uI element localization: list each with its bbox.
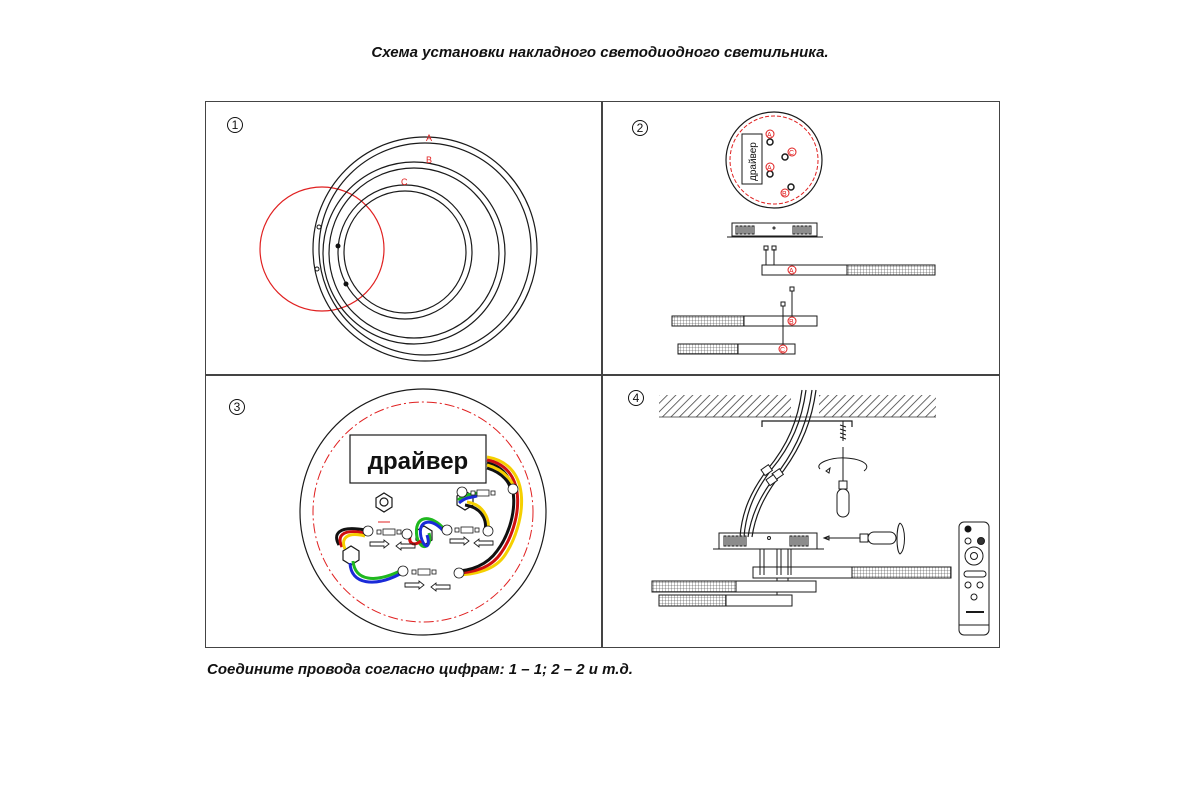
wire-yellow [454,455,524,577]
mount-hole [316,224,322,230]
bar-assembly-drawing: драйвер A C A B A [671,111,936,355]
terminal-block [760,463,785,487]
ring-label-a: A [426,133,432,143]
frame-divider-horizontal [205,374,1000,376]
mount-label: B [782,191,787,198]
screwdriver-vertical-icon [818,447,868,518]
wire-blue [458,494,478,505]
driver-box [741,133,763,185]
step-1-panel: 1 A B C [205,101,601,373]
remote-control-icon [958,521,990,636]
footer-instruction: Соедините провода согласно цифрам: 1 – 1… [207,661,633,678]
wire-connector [441,524,494,537]
base-plate-outline [312,401,534,623]
ring-a [312,136,538,362]
light-bar [752,566,952,579]
step-3-panel: 3 драйвер [205,375,601,647]
mount-nut [375,492,393,513]
connector [343,281,349,287]
bar-label-a: A [789,268,794,275]
screw-icon [839,421,847,441]
wire-green [457,491,478,502]
wire-connector [397,565,465,579]
bar-c [677,301,796,355]
ring-b [322,161,506,345]
driver-side-view [727,222,823,238]
mount-label: A [767,132,772,139]
direction-arrows [369,536,494,592]
wire-yellow [342,533,366,550]
ceiling-installation-drawing [651,389,990,636]
mount-label: C [789,150,794,157]
step-2-panel: 2 драйвер A C A B A [602,101,998,373]
step-3-number: 3 [229,399,245,415]
connector [335,243,341,249]
mounting-plate [725,111,823,209]
driver-label: драйвер [748,142,759,181]
mount-nut [342,545,360,566]
wire-blue [348,562,401,584]
wire-connector [362,525,413,540]
mount-label: A [767,165,772,172]
step-4-number: 4 [628,390,644,406]
wire-red [454,458,520,575]
bar-label-b: B [789,319,794,326]
step-4-panel: 4 [602,375,998,647]
step-1-number: 1 [227,117,243,133]
mount-hole [314,266,320,272]
mounting-bracket [761,420,853,427]
screwdriver-horizontal-icon [822,522,905,555]
wire-blue [418,520,447,548]
driver-label: драйвер [368,448,468,475]
light-bar [658,592,793,607]
ceiling [819,395,936,417]
bar-label-c: C [780,347,785,354]
wire-connector [456,483,519,498]
ceiling-mount-outline [259,186,385,312]
ring-label-c: C [401,177,408,187]
base-plate [299,388,547,636]
wire-green [351,560,401,580]
driver-box [349,434,487,484]
wire-red [338,530,366,548]
bar-a [761,245,936,276]
wire-black [335,527,366,546]
ring-label-b: B [426,155,432,165]
ring-c [337,184,473,320]
document-title: Схема установки накладного светодиодного… [371,44,829,61]
light-bar [651,578,817,593]
wiring-diagram: драйвер [299,388,547,636]
bar-b [671,286,818,327]
ring-assembly-drawing: A B C [259,133,538,362]
mounting-plate-outline [729,115,819,205]
driver-housing [713,532,824,575]
ceiling [659,395,791,417]
mount-nut [415,525,433,546]
step-2-number: 2 [632,120,648,136]
